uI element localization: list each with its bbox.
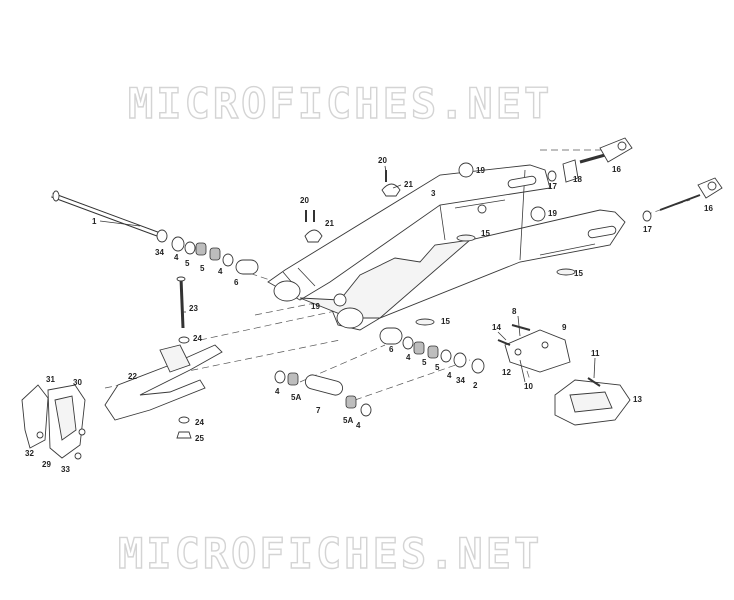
callout-4b: 4 [218, 267, 223, 276]
callout-24a: 24 [193, 334, 202, 343]
chain-guide [21, 384, 86, 460]
callout-16b: 16 [704, 204, 713, 213]
callout-1: 1 [92, 217, 97, 226]
callout-5d: 5 [435, 363, 440, 372]
callout-19a: 19 [476, 166, 485, 175]
callout-16a: 16 [612, 165, 621, 174]
callout-30: 30 [73, 378, 82, 387]
callout-19b: 19 [548, 209, 557, 218]
callout-5A-right: 5A [343, 416, 353, 425]
callout-34a: 34 [155, 248, 164, 257]
callout-29: 29 [42, 460, 51, 469]
callout-21a: 21 [404, 180, 413, 189]
callout-22: 22 [128, 372, 137, 381]
callout-13: 13 [633, 395, 642, 404]
callout-24b: 24 [195, 418, 204, 427]
callout-23: 23 [189, 304, 198, 313]
callout-15b: 15 [574, 269, 583, 278]
callout-4f: 4 [356, 421, 361, 430]
callout-17b: 17 [643, 225, 652, 234]
watermark-top: MICROFICHES.NET [128, 79, 552, 128]
callout-6b: 6 [389, 345, 394, 354]
callout-11: 11 [591, 349, 600, 358]
callout-4a: 4 [174, 253, 179, 262]
left-bearing-stack [171, 236, 259, 275]
swingarm-body [267, 164, 626, 331]
callout-6a: 6 [234, 278, 239, 287]
callout-9: 9 [562, 323, 567, 332]
brake-caliper [554, 377, 631, 426]
callout-32: 32 [25, 449, 34, 458]
callout-12: 12 [502, 368, 511, 377]
callout-4c: 4 [406, 353, 411, 362]
callout-8: 8 [512, 307, 517, 316]
callout-4d: 4 [447, 371, 452, 380]
chain-slider [104, 344, 223, 421]
callout-17a: 17 [548, 182, 557, 191]
callout-4e: 4 [275, 387, 280, 396]
callout-18: 18 [573, 175, 582, 184]
callout-20a: 20 [378, 156, 387, 165]
callout-5A-left: 5A [291, 393, 301, 402]
chain-adjuster-upper [547, 137, 633, 183]
center-bushing-stack [274, 370, 372, 417]
callout-10: 10 [524, 382, 533, 391]
swingarm-hardware [304, 162, 576, 326]
callout-7: 7 [316, 406, 321, 415]
callout-labels: 1 2 3 4 4 4 4 4 4 5 5 5 5 5A 5A 6 6 7 8 … [25, 156, 713, 474]
leader-lines [99, 165, 596, 383]
watermark-bottom: MICROFICHES.NET [118, 529, 542, 578]
callout-5b: 5 [200, 264, 205, 273]
brake-bracket [497, 324, 571, 373]
callout-5a: 5 [185, 259, 190, 268]
bolt-assembly [176, 276, 192, 439]
callout-33: 33 [61, 465, 70, 474]
right-bearing-stack [379, 327, 485, 374]
callout-5c: 5 [422, 358, 427, 367]
callout-21b: 21 [325, 219, 334, 228]
callout-15c: 15 [441, 317, 450, 326]
pivot-axle [51, 190, 168, 243]
callout-20b: 20 [300, 196, 309, 205]
chain-adjuster-lower [642, 177, 723, 222]
callout-31: 31 [46, 375, 55, 384]
callout-3: 3 [431, 189, 436, 198]
callout-2: 2 [473, 381, 478, 390]
callout-14: 14 [492, 323, 501, 332]
callout-19c: 19 [311, 302, 320, 311]
callout-15a: 15 [481, 229, 490, 238]
callout-25: 25 [195, 434, 204, 443]
callout-34b: 34 [456, 376, 465, 385]
